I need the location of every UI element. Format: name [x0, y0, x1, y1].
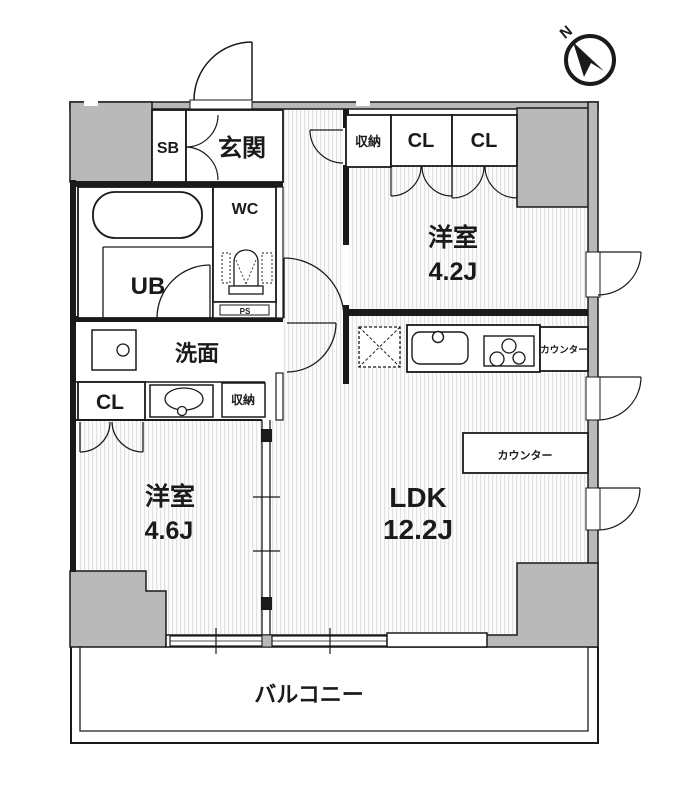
toilet-icon: [221, 249, 273, 295]
shoe-box-label: SB: [157, 140, 179, 157]
top-left-wall-mass: [69, 101, 153, 183]
bedroom2-label: 洋室: [145, 482, 195, 511]
bath-divider-lines: [102, 246, 213, 318]
washroom-ldk-wall: [275, 372, 284, 421]
kitchen-stub-wall: [343, 316, 349, 384]
ldk-fixed-window: [386, 632, 488, 648]
bedroom2-ldk-partition: [253, 420, 280, 635]
wc-label: WC: [232, 201, 259, 218]
window-arc-1: [597, 251, 642, 296]
bottom-wall-band: [165, 628, 488, 654]
kitchen-counter-label: カウンター: [540, 344, 588, 356]
bedroom1-label: 洋室: [428, 223, 478, 252]
compass-needle: [573, 42, 604, 77]
stove-burner-2: [489, 351, 505, 367]
ldk-size: 12.2J: [383, 514, 453, 545]
ldk-counter-box: [462, 432, 589, 474]
bedroom1-floor: [349, 166, 588, 309]
stove-burner-3: [512, 351, 526, 365]
ps-label: PS: [240, 307, 251, 316]
wc-corridor-wall: [275, 186, 284, 319]
window-opening-1: [585, 251, 601, 298]
kitchen-counter-box: [539, 326, 589, 372]
basin-faucet: [176, 405, 188, 417]
closet-double-door-arcs: [390, 165, 518, 199]
stove-burner-1: [501, 338, 517, 354]
ldk-counter-label: カウンター: [498, 449, 553, 462]
window-arc-2: [597, 376, 642, 421]
right-windows: [585, 251, 642, 531]
bedroom1-bottom-wall: [343, 309, 588, 316]
closet-c-box: [77, 381, 146, 421]
washroom-label: 洗面: [175, 341, 219, 366]
entrance-area: [185, 109, 284, 183]
top-wall-notch-left: [84, 101, 98, 106]
entrance-opening: [189, 99, 253, 110]
closet-c-door-arcs: [79, 421, 144, 453]
entrance-label: 玄関: [218, 134, 266, 162]
refrigerator-cross: [358, 326, 401, 368]
balcony-label: バルコニー: [254, 682, 364, 707]
entrance-bottom-wall: [70, 181, 283, 187]
window-arc-3: [597, 487, 641, 531]
bedroom1-left-wall-b: [343, 165, 349, 245]
refrigerator-space: [358, 326, 401, 368]
pipe-space-inner: [219, 304, 270, 316]
hall-storage-door-arc: [309, 129, 344, 164]
window-opening-2: [585, 376, 601, 421]
entrance-door-arc: [193, 41, 253, 101]
bedroom2-size: 4.6J: [145, 517, 194, 545]
bedroom1-size: 4.2J: [429, 258, 478, 286]
bathtub-icon: [92, 191, 203, 239]
compass-n-label: N: [557, 22, 576, 42]
balcony-rail: [70, 647, 599, 744]
ldk-floor: [272, 316, 588, 635]
top-wall-notch-right: [356, 101, 370, 106]
ldk-label: LDK: [389, 482, 447, 513]
closet-b-label: CL: [471, 130, 498, 152]
washing-machine-dial: [116, 343, 130, 357]
closet-a-label: CL: [408, 130, 435, 152]
ub-label: UB: [131, 273, 166, 300]
bedroom2-floor: [78, 420, 262, 635]
top-right-wall-mass: [516, 107, 590, 208]
closet-a-box: [390, 114, 453, 167]
hall-ldk-door-arc: [283, 257, 345, 319]
washroom-storage-box: [221, 382, 266, 418]
shoe-box-door-arcs: [185, 114, 219, 181]
kitchen: [358, 324, 589, 373]
compass-icon: N: [557, 22, 616, 86]
bath-door-arc: [156, 264, 211, 319]
washroom-top-wall: [70, 316, 283, 322]
kitchen-faucet: [431, 330, 445, 344]
washroom-door-arc: [286, 322, 337, 373]
washroom-storage-label: 収納: [231, 392, 255, 407]
hallway-floor: [283, 109, 343, 318]
left-wall: [70, 180, 76, 572]
bottom-wall-stub: [261, 634, 273, 648]
hall-storage-label: 収納: [355, 134, 381, 149]
closet-c-label: CL: [96, 391, 124, 414]
window-opening-3: [585, 487, 601, 531]
floor-hatch-areas: [78, 109, 588, 635]
